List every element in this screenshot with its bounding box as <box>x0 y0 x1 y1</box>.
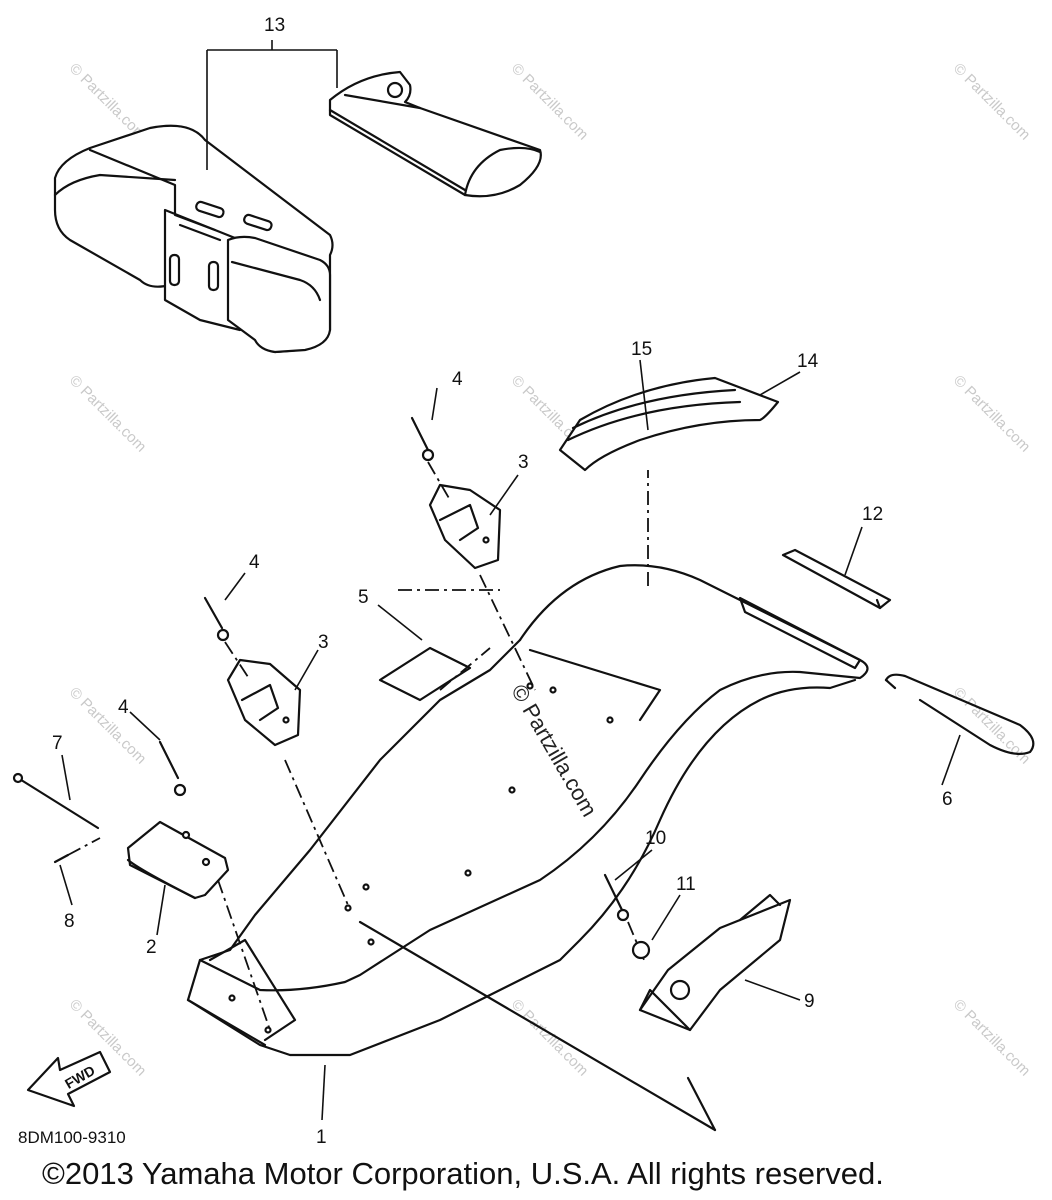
callout-15: 15 <box>631 339 653 360</box>
part-10-bolt <box>603 873 645 961</box>
callout-7: 7 <box>52 733 63 754</box>
copyright-notice: ©2013 Yamaha Motor Corporation, U.S.A. A… <box>42 1156 884 1191</box>
callout-5: 5 <box>358 587 369 608</box>
callout-3-lower: 3 <box>318 632 329 653</box>
part-3-clip-upper <box>428 483 502 570</box>
part-13-tool-kit-bag <box>53 40 542 354</box>
diagram-code: 8DM100-9310 <box>18 1128 126 1147</box>
callout-3-upper: 3 <box>518 452 529 473</box>
part-4-pin-left <box>158 740 187 797</box>
part-11-washer <box>631 940 651 960</box>
part-4-pin-lower <box>203 596 349 906</box>
part-8-clip <box>53 837 101 864</box>
part-3-clip-lower <box>226 658 302 747</box>
part-9-bracket <box>638 893 792 1032</box>
callout-8: 8 <box>64 911 75 932</box>
part-2-hinge-bracket <box>126 820 271 1031</box>
callout-4-left: 4 <box>118 697 129 718</box>
callout-4-upper: 4 <box>452 369 463 390</box>
callout-6: 6 <box>942 789 953 810</box>
part-6-wire-hook <box>884 673 1035 755</box>
part-7-pin <box>12 772 100 830</box>
callout-12: 12 <box>862 504 884 525</box>
callout-9: 9 <box>804 991 815 1012</box>
callout-2: 2 <box>146 937 157 958</box>
callout-1: 1 <box>316 1127 327 1148</box>
part-12-strip <box>781 548 892 610</box>
part-4-pin-upper <box>410 416 536 691</box>
part-14-15-decal <box>558 376 780 472</box>
callout-11: 11 <box>676 874 696 895</box>
callout-4-lower: 4 <box>249 552 260 573</box>
part-1-rear-flap <box>186 470 869 1132</box>
part-5-label <box>378 589 500 702</box>
callout-10: 10 <box>645 828 667 849</box>
callout-13: 13 <box>264 15 286 36</box>
fwd-arrow-icon <box>26 1050 112 1108</box>
callout-14: 14 <box>797 351 819 372</box>
